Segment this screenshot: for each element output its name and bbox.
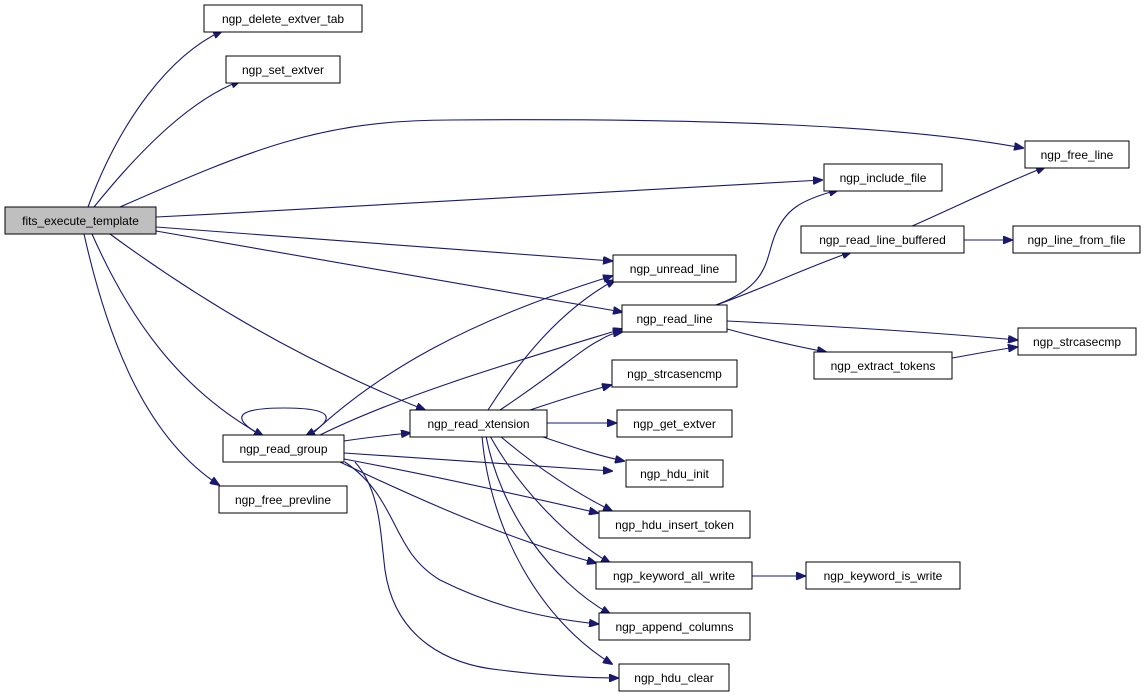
edge-fits_execute_template-ngp_read_group [91,233,263,436]
edge-ngp_read_group-self [241,407,327,436]
node-label: ngp_strcasecmp [1033,335,1121,349]
edge-ngp_read_xtension-ngp_append_columns [485,435,610,614]
edge-ngp_read_xtension-ngp_unread_line [487,280,615,411]
node-ngp_hdu_insert_token[interactable]: ngp_hdu_insert_token [598,510,751,539]
edge-fits_execute_template-ngp_free_prevline [83,233,219,485]
node-label: ngp_append_columns [615,620,733,634]
edge-fits_execute_template-ngp_include_file [155,180,822,218]
node-ngp_include_file[interactable]: ngp_include_file [823,163,943,192]
node-label: ngp_free_line [1041,148,1114,162]
edge-fits_execute_template-ngp_free_line [119,119,1023,208]
node-ngp_delete_extver_tab[interactable]: ngp_delete_extver_tab [203,4,363,33]
node-label: ngp_set_extver [242,63,324,77]
node-ngp_keyword_all_write[interactable]: ngp_keyword_all_write [595,561,753,590]
edge-ngp_read_group-ngp_keyword_all_write [339,461,596,563]
edge-ngp_read_line-ngp_extract_tokens [726,328,826,352]
edge-ngp_read_line_buffered-ngp_free_line [909,167,1045,228]
nodes: fits_execute_template ngp_delete_extver_… [4,4,1141,692]
node-label: ngp_extract_tokens [831,359,936,373]
node-label: ngp_read_line_buffered [819,233,946,247]
node-label: ngp_keyword_all_write [613,569,735,583]
edge-ngp_read_xtension-ngp_keyword_all_write [489,435,610,563]
edge-ngp_read_line-ngp_include_file [715,190,838,306]
node-label: ngp_unread_line [630,262,720,276]
node-ngp_read_line[interactable]: ngp_read_line [621,304,728,333]
node-label: ngp_read_line [636,312,712,326]
node-ngp_hdu_clear[interactable]: ngp_hdu_clear [618,663,730,692]
edges [83,31,1045,678]
node-label: ngp_delete_extver_tab [222,12,344,26]
node-ngp_append_columns[interactable]: ngp_append_columns [598,612,751,641]
node-label: ngp_strcasencmp [627,367,722,381]
node-ngp_strcasecmp[interactable]: ngp_strcasecmp [1017,327,1137,356]
edge-ngp_read_group-ngp_hdu_clear [354,461,618,678]
edge-ngp_read_group-ngp_read_line [317,329,622,437]
node-ngp_keyword_is_write[interactable]: ngp_keyword_is_write [805,561,961,590]
node-ngp_get_extver[interactable]: ngp_get_extver [616,409,733,438]
node-ngp_strcasencmp[interactable]: ngp_strcasencmp [611,359,738,388]
node-ngp_unread_line[interactable]: ngp_unread_line [612,254,737,283]
edge-ngp_read_xtension-ngp_read_line [499,332,622,411]
edge-fits_execute_template-ngp_read_xtension [109,233,425,410]
edge-ngp_read_line-ngp_read_line_buffered [715,252,851,306]
edge-ngp_read_xtension-ngp_hdu_clear [481,435,612,664]
edge-ngp_read_xtension-ngp_strcasencmp [529,385,611,411]
edge-ngp_read_group-ngp_read_xtension [343,433,410,442]
node-label: ngp_free_prevline [235,493,331,507]
edge-ngp_read_group-ngp_hdu_insert_token [343,458,598,513]
node-label: ngp_hdu_init [640,467,709,481]
node-label: ngp_read_group [239,442,327,456]
edge-ngp_read_group-ngp_append_columns [344,461,598,624]
edge-fits_execute_template-ngp_unread_line [155,226,612,261]
node-label: fits_execute_template [22,214,139,228]
node-ngp_extract_tokens[interactable]: ngp_extract_tokens [813,351,953,380]
node-ngp_free_prevline[interactable]: ngp_free_prevline [218,485,348,514]
node-label: ngp_hdu_insert_token [615,518,734,532]
edge-ngp_read_xtension-ngp_hdu_init [539,435,624,461]
node-fits_execute_template[interactable]: fits_execute_template [4,206,157,235]
node-ngp_line_from_file[interactable]: ngp_line_from_file [1012,225,1141,254]
node-ngp_free_line[interactable]: ngp_free_line [1024,140,1130,169]
edge-fits_execute_template-ngp_read_line [155,230,622,312]
node-ngp_hdu_init[interactable]: ngp_hdu_init [625,459,724,488]
node-ngp_set_extver[interactable]: ngp_set_extver [225,55,341,84]
node-label: ngp_hdu_clear [634,671,713,685]
edge-ngp_read_group-ngp_hdu_init [343,452,612,471]
node-ngp_read_line_buffered[interactable]: ngp_read_line_buffered [800,225,965,254]
edge-fits_execute_template-ngp_set_extver [93,81,240,208]
node-label: ngp_read_xtension [427,417,529,431]
edge-ngp_extract_tokens-ngp_strcasecmp [951,347,1017,359]
edge-ngp_read_group-ngp_unread_line [309,276,612,437]
edge-fits_execute_template-ngp_delete_extver_tab [87,31,222,208]
edge-ngp_read_line-ngp_strcasecmp [726,320,1017,340]
node-label: ngp_line_from_file [1027,233,1125,247]
edge-ngp_read_xtension-ngp_hdu_insert_token [499,435,612,511]
node-label: ngp_include_file [840,171,927,185]
node-label: ngp_keyword_is_write [824,569,943,583]
node-ngp_read_xtension[interactable]: ngp_read_xtension [409,409,548,438]
node-label: ngp_get_extver [633,417,716,431]
node-ngp_read_group[interactable]: ngp_read_group [222,434,345,463]
